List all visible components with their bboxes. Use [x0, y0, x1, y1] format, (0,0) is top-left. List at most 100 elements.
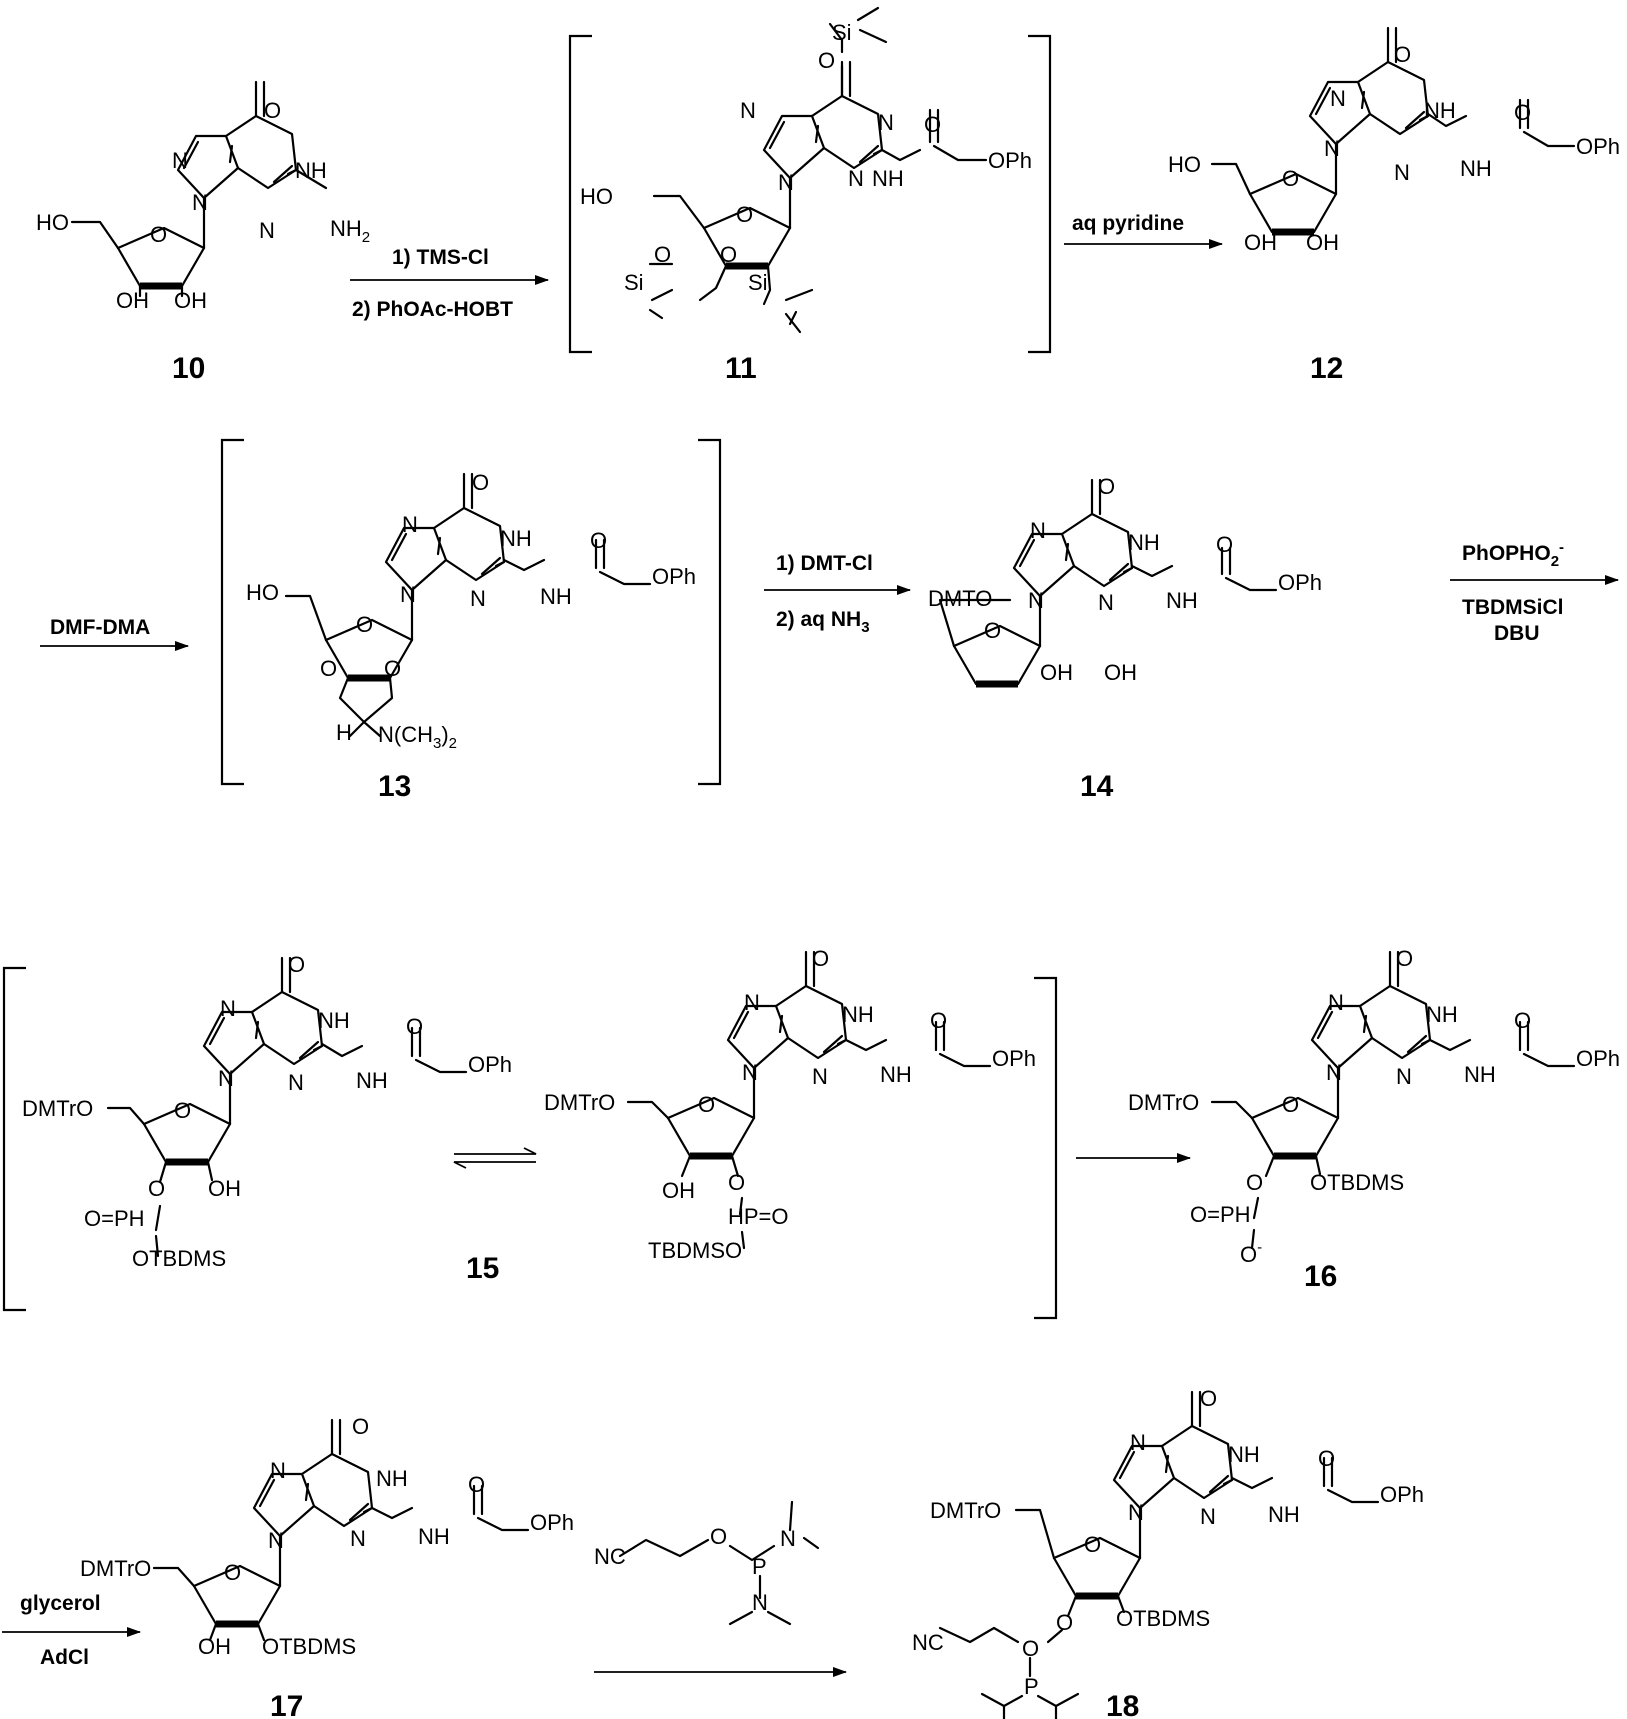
atom-n9: N	[778, 170, 794, 195]
atom-nh: NH	[880, 1062, 912, 1087]
atom-n9: N	[192, 190, 208, 215]
atom-nh: NH	[1268, 1502, 1300, 1527]
atom-otbdms: OTBDMS	[262, 1634, 356, 1659]
atom-oh3: OH	[198, 1634, 231, 1659]
atom-si-o6: Si	[832, 20, 852, 45]
atom-o6: O	[812, 946, 829, 971]
atom-n3: N	[848, 166, 864, 191]
atom-otbdms: OTBDMS	[132, 1246, 226, 1271]
atom-oph: OPh	[1576, 1046, 1620, 1071]
atom-oph: OPh	[1278, 570, 1322, 595]
atom-o6: O	[1200, 1386, 1217, 1411]
atom-carbonyl-o: O	[468, 1472, 485, 1497]
reagent-aq-nh3: 2) aq NH3	[776, 608, 870, 636]
atom-o4: O	[356, 612, 373, 637]
atom-nh1: NH	[1426, 1002, 1458, 1027]
atom-nh: NH	[1464, 1062, 1496, 1087]
atom-n7: N	[1328, 990, 1344, 1015]
atom-o4: O	[224, 1560, 241, 1585]
atom-o-eq-ph: O=PH	[84, 1206, 145, 1231]
atom-n9: N	[742, 1060, 758, 1085]
compound-15a-structure: N O NH N NH O OPh N O DMTrO O OH O=PH OT…	[22, 952, 512, 1271]
atom-n-a: N	[780, 1526, 796, 1551]
atom-n9: N	[400, 582, 416, 607]
atom-n7: N	[1130, 1430, 1146, 1455]
atom-o4: O	[736, 202, 753, 227]
reagent-phopho2: PhOPHO2-	[1462, 539, 1564, 570]
atom-ho5: HO	[246, 580, 279, 605]
atom-o: O	[710, 1524, 727, 1549]
atom-carbonyl-o: O	[1318, 1446, 1335, 1471]
atom-o6: O	[1098, 474, 1115, 499]
reagent-dbu: DBU	[1494, 622, 1540, 645]
atom-nh1: NH	[1128, 530, 1160, 555]
compound-label-18: 18	[1106, 1690, 1139, 1719]
compound-11-structure: N O Si N N NH O OPh N O HO O O Si Si	[580, 6, 1032, 334]
atom-oph: OPh	[1380, 1482, 1424, 1507]
atom-hp-eq-o: HP=O	[728, 1204, 789, 1229]
atom-ho5: HO	[36, 210, 69, 235]
atom-n3: N	[812, 1064, 828, 1089]
atom-n7: N	[1030, 518, 1046, 543]
atom-n3: N	[470, 586, 486, 611]
compound-label-11: 11	[725, 352, 757, 385]
phosphoramidite-reagent-structure: NC O P N N	[594, 1500, 820, 1626]
compound-label-10: 10	[172, 352, 205, 385]
atom-nh1: NH	[376, 1466, 408, 1491]
atom-carbonyl-o: O	[406, 1014, 423, 1039]
atom-nh1: NH	[1424, 98, 1456, 123]
bracket-left-11	[568, 34, 592, 354]
atom-dmtro: DMTrO	[544, 1090, 615, 1115]
compound-15b-structure: N O NH N NH O OPh N O DMTrO OH O HP=O TB…	[544, 946, 1036, 1263]
atom-oph: OPh	[988, 148, 1032, 173]
atom-carbonyl-o: O	[1514, 100, 1531, 125]
atom-dmtro: DMTrO	[930, 1498, 1001, 1523]
atom-p: P	[1024, 1674, 1039, 1699]
atom-dmto: DMTO	[928, 586, 992, 611]
atom-carbonyl-o: O	[590, 528, 607, 553]
atom-o3: O	[1056, 1610, 1073, 1635]
compound-label-14: 14	[1080, 770, 1114, 803]
bracket-left-13	[220, 438, 244, 786]
atom-tbdmso: TBDMSO	[648, 1238, 742, 1263]
atom-ho5: HO	[1168, 152, 1201, 177]
atom-o-minus: O-	[1240, 1239, 1262, 1267]
atom-o3: O	[384, 656, 401, 681]
atom-carbonyl-o: O	[1514, 1008, 1531, 1033]
atom-o6: O	[352, 1414, 369, 1439]
atom-nme2: N(CH3)2	[378, 722, 457, 752]
atom-nh1: NH	[842, 1002, 874, 1027]
atom-oph: OPh	[468, 1052, 512, 1077]
atom-otbdms: OTBDMS	[1116, 1606, 1210, 1631]
compound-label-13: 13	[378, 770, 411, 803]
atom-oph: OPh	[992, 1046, 1036, 1071]
atom-n9: N	[1028, 588, 1044, 613]
atom-n9: N	[1128, 1500, 1144, 1525]
atom-oph: OPh	[652, 564, 696, 589]
reagent-tbdmsicl: TBDMSiCl	[1462, 596, 1564, 619]
atom-nh: NH	[356, 1068, 388, 1093]
atom-o2: O	[728, 1170, 745, 1195]
atom-carbonyl-o: O	[930, 1008, 947, 1033]
atom-nh2: NH2	[330, 216, 370, 246]
atom-nc: NC	[594, 1544, 626, 1569]
atom-o6: O	[1394, 42, 1411, 67]
atom-o2: O	[320, 656, 337, 681]
atom-n7: N	[744, 990, 760, 1015]
atom-n3: N	[259, 218, 275, 243]
compound-10-structure: N O NH N NH2 N O HO OH OH	[36, 80, 370, 313]
atom-oph: OPh	[530, 1510, 574, 1535]
atom-dmtro: DMTrO	[22, 1096, 93, 1121]
atom-n-b: N	[752, 1590, 768, 1615]
atom-o6: O	[472, 470, 489, 495]
atom-oh2: OH	[208, 1176, 241, 1201]
atom-o3: O	[1246, 1170, 1263, 1195]
atom-oh3: OH	[1104, 660, 1137, 685]
atom-n7: N	[220, 996, 236, 1021]
atom-n3: N	[350, 1526, 366, 1551]
atom-ho5: HO	[580, 184, 613, 209]
atom-o6: O	[1396, 946, 1413, 971]
atom-nh: NH	[1460, 156, 1492, 181]
atom-oh2: OH	[1244, 230, 1277, 255]
